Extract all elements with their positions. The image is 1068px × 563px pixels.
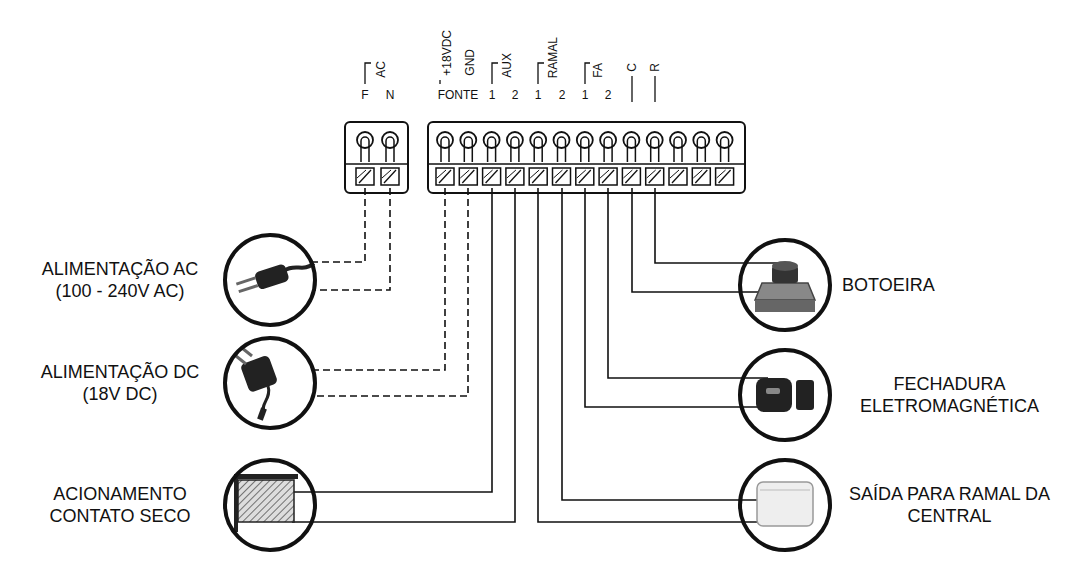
terminal-group-label: RAMAL [546,37,560,78]
terminal-group-label: GND [463,49,477,76]
device-label: BOTOEIRA [842,274,1057,296]
device-label: ALIMENTAÇÃO DC (18V DC) [25,361,215,405]
terminal-pin-label: 1 [489,88,496,102]
terminal-pin-label: 1 [535,88,542,102]
terminal-group-label: AUX [500,53,514,78]
ac-terminal-block [345,122,408,193]
device-circle: ALIMENTAÇÃO DC (18V DC) [8,334,321,432]
device-label: ALIMENTAÇÃO AC (100 - 240V AC) [25,258,215,302]
device-label: SAÍDA PARA RAMAL DA CENTRAL [842,483,1057,527]
device-circle: SAÍDA PARA RAMAL DA CENTRAL [736,456,1062,554]
push-button-icon [755,261,815,312]
terminal-pin-label: 2 [559,88,566,102]
terminal-group-label: FA [591,63,605,78]
terminal-pin-label: 2 [605,88,612,102]
circle-outline [736,236,834,334]
device-circle: BOTOEIRA [736,236,1062,334]
terminal-group-label: R [648,63,662,72]
terminal-group-label: +18VDC [440,30,454,76]
terminal-group-label: C [625,63,639,72]
device-label: ACIONAMENTO CONTATO SECO [25,483,215,527]
terminal-pin-label: N [386,88,395,102]
circle-outline [221,456,319,554]
gate-icon [234,474,298,532]
device-circle: ALIMENTAÇÃO AC (100 - 240V AC) [8,231,321,329]
device-circle: FECHADURA ELETROMAGNÉTICA [736,346,1062,444]
device-label: FECHADURA ELETROMAGNÉTICA [842,373,1057,417]
circle-outline [221,231,319,329]
plug-icon [235,255,317,297]
main-terminal-block [428,122,745,193]
terminal-screws [356,132,734,185]
pbx-icon [757,482,813,526]
device-circle: ACIONAMENTO CONTATO SECO [8,456,321,554]
terminal-group-label: AC [374,61,388,78]
circle-outline [736,346,834,444]
terminal-pin-label: F [361,88,368,102]
dc-adapter-icon [236,348,278,421]
lock-icon [756,378,814,412]
terminal-pin-label: 2 [512,88,519,102]
circle-outline [221,334,319,432]
terminal-pin-label: 1 [582,88,589,102]
wires [292,188,778,522]
terminal-pin-label: FONTE [438,88,479,102]
circle-outline [736,456,834,554]
